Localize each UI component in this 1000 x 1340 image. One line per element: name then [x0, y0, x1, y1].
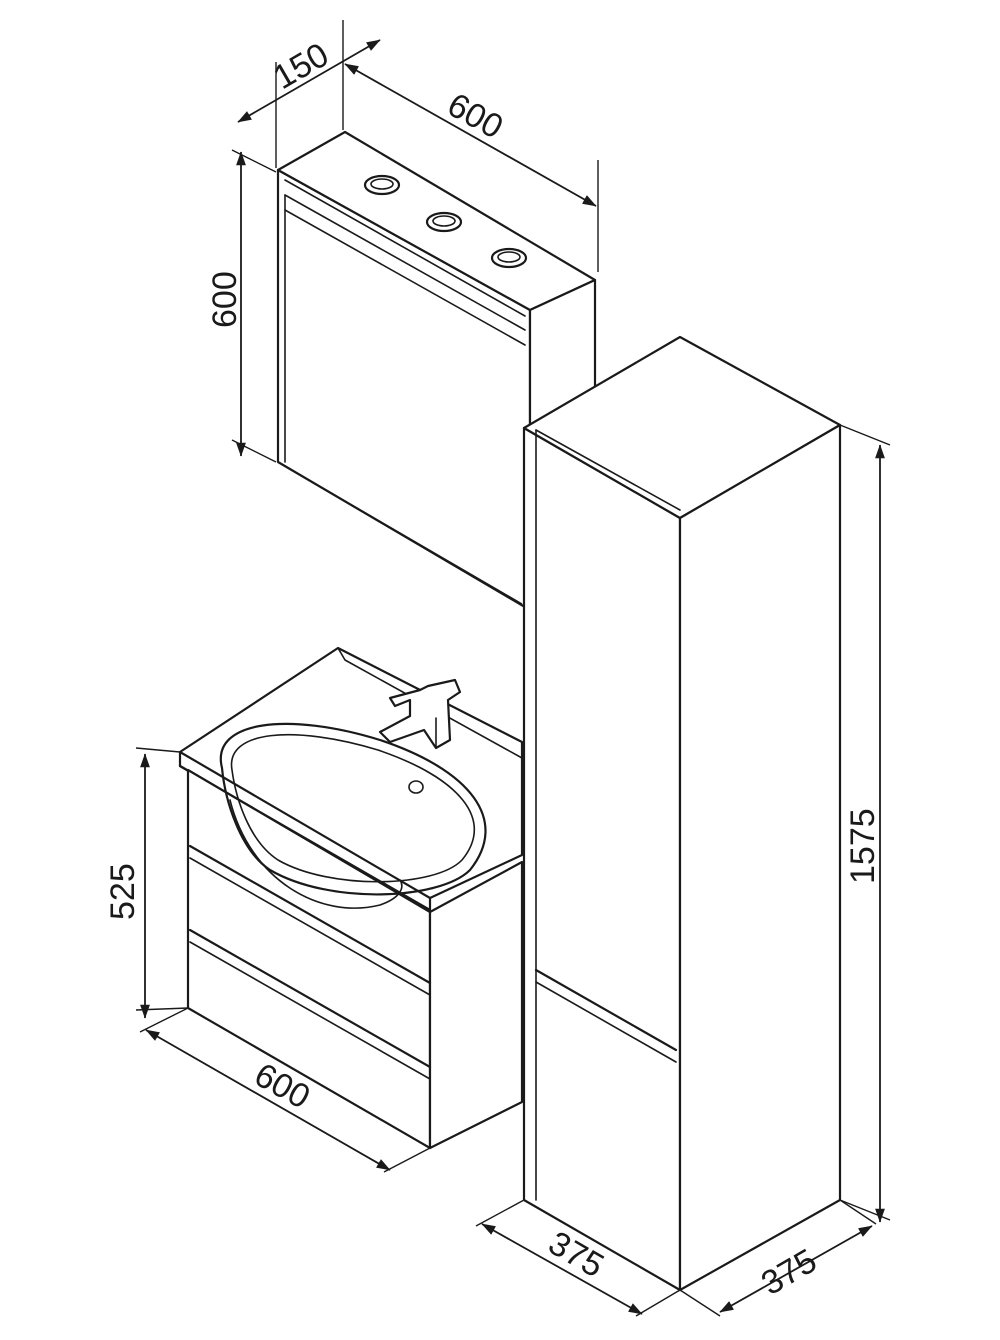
dimension-label-mirror-height: 600 — [206, 271, 244, 328]
column-cabinet — [522, 335, 842, 1292]
basin — [219, 722, 487, 909]
spotlight-icon — [490, 247, 528, 269]
dimension-column-height: 1575 — [839, 424, 891, 1223]
dimension-label-mirror-width: 600 — [441, 86, 509, 147]
dimension-vanity-height: 525 — [104, 747, 189, 1019]
dimension-label-vanity-height: 525 — [104, 863, 142, 920]
dimension-label-column-height: 1575 — [844, 808, 882, 884]
dimension-label-column-width-right: 375 — [755, 1242, 823, 1303]
faucet-icon — [378, 678, 462, 750]
spotlight-icon — [425, 211, 463, 233]
mirror-guide-line — [277, 461, 523, 605]
dimension-label-mirror-depth: 150 — [267, 36, 335, 97]
mirror-cabinet — [276, 130, 597, 612]
vanity-unit — [178, 646, 524, 1150]
dimension-mirror-height: 600 — [206, 149, 277, 463]
